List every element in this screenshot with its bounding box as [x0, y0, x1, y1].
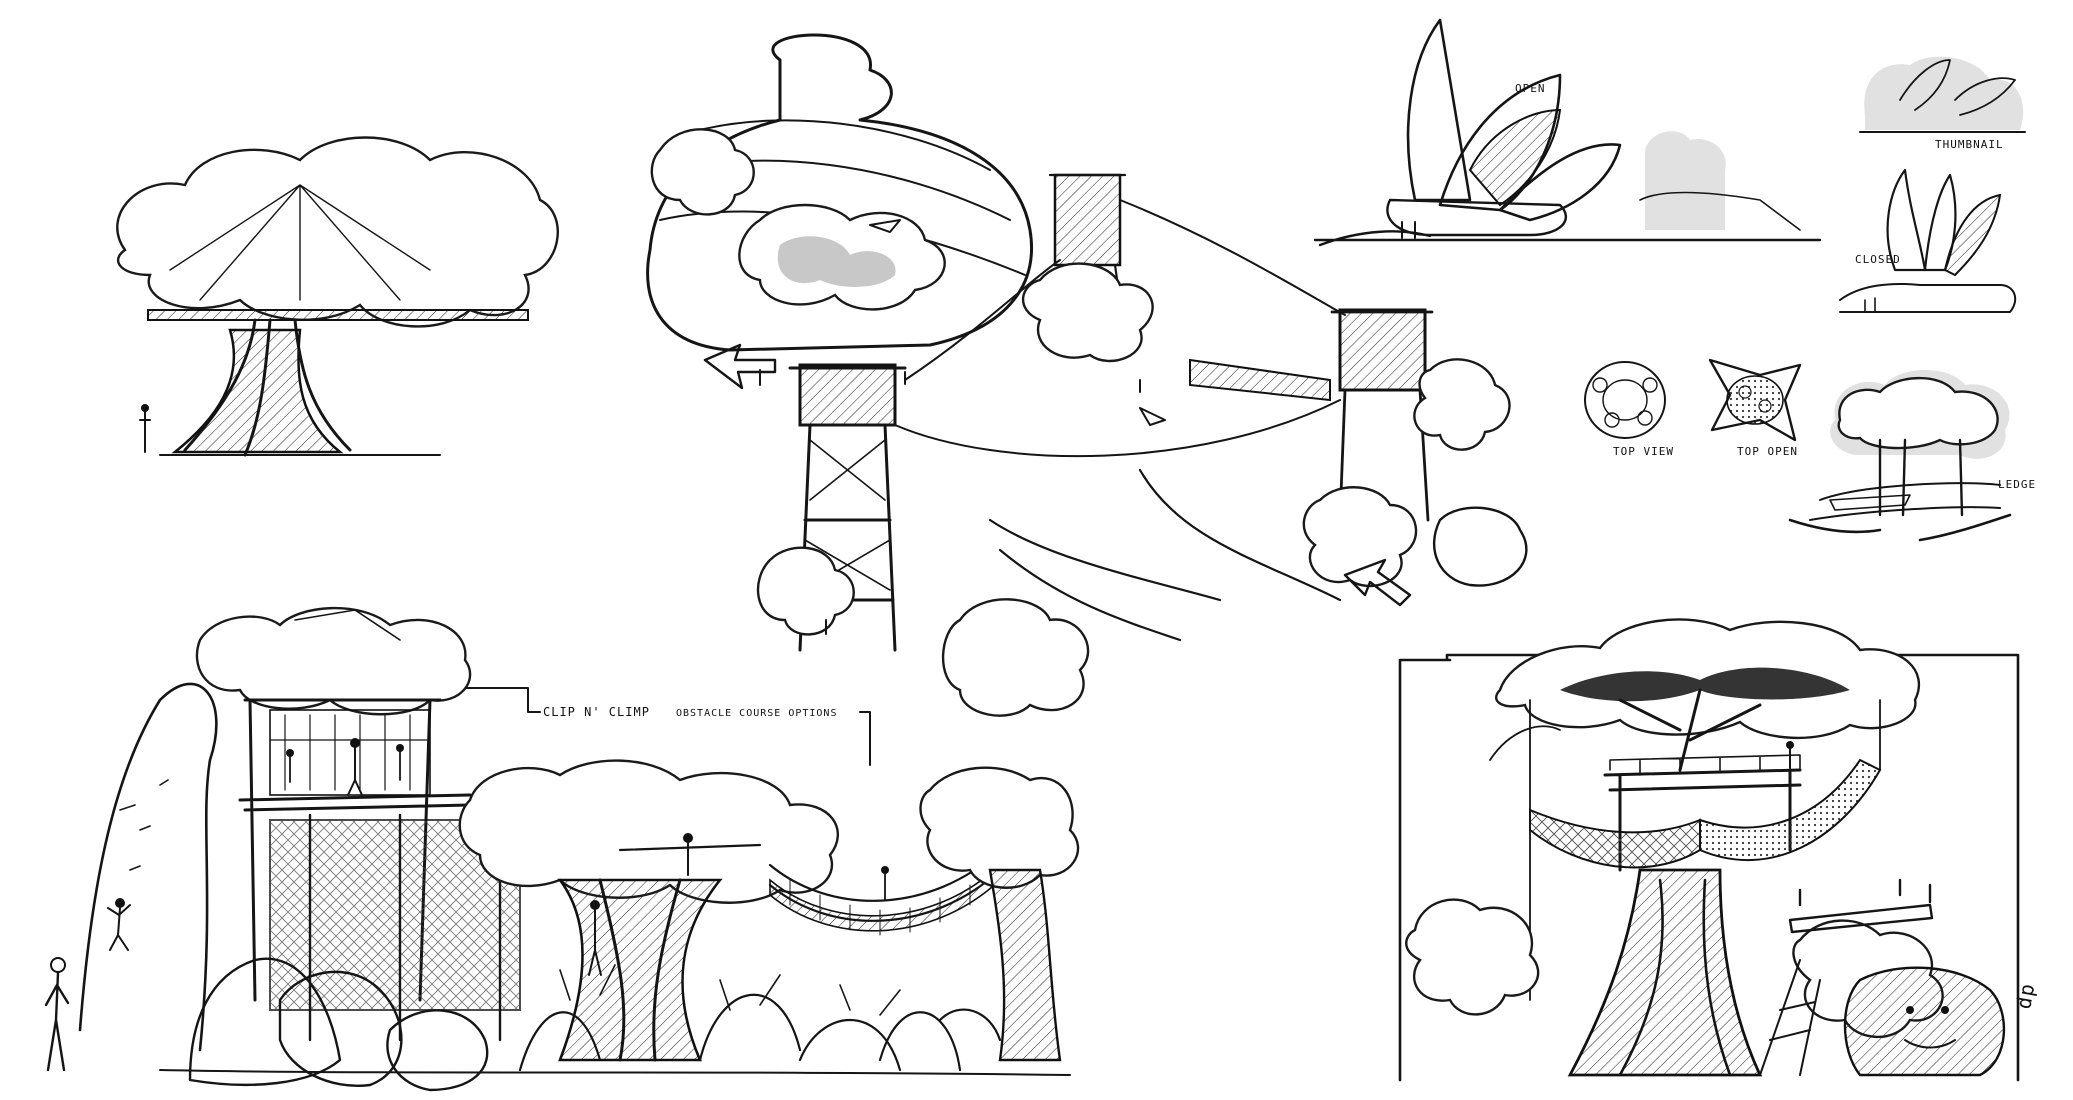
climber-figures: [44, 738, 889, 1072]
pod-ledge-sketch: LEDGE: [1788, 370, 2036, 542]
label-open: OPEN: [1515, 82, 1546, 95]
label-ledge: LEDGE: [1998, 478, 2036, 491]
label-top-open: TOP OPEN: [1737, 445, 1798, 458]
pod-top-open-sketch: TOP OPEN: [1708, 358, 1802, 458]
artist-signature: dp: [2011, 981, 2039, 1011]
label-thumbnail: THUMBNAIL: [1935, 138, 2004, 151]
pod-thumbnail-sketch: THUMBNAIL: [1859, 56, 2026, 151]
pod-open-sketch: OPEN: [1313, 18, 1822, 247]
label-top-view: TOP VIEW: [1613, 445, 1674, 458]
course-overview-sketch: [646, 33, 1528, 717]
treehouse-net-sketch: dp: [1398, 618, 2039, 1082]
pod-closed-sketch: CLOSED: [1839, 168, 2017, 313]
pod-top-view-sketch: TOP VIEW: [1584, 361, 1674, 458]
canopy-treehouse-sketch: [116, 136, 559, 457]
obstacle-course-sketch: CLIP N' CLIMP OBSTACLE COURSE OPTIONS: [44, 606, 1080, 1092]
label-closed: CLOSED: [1855, 253, 1901, 266]
label-clip-n-climp: CLIP N' CLIMP: [543, 705, 650, 719]
label-obstacle-course-options: OBSTACLE COURSE OPTIONS: [676, 708, 837, 719]
